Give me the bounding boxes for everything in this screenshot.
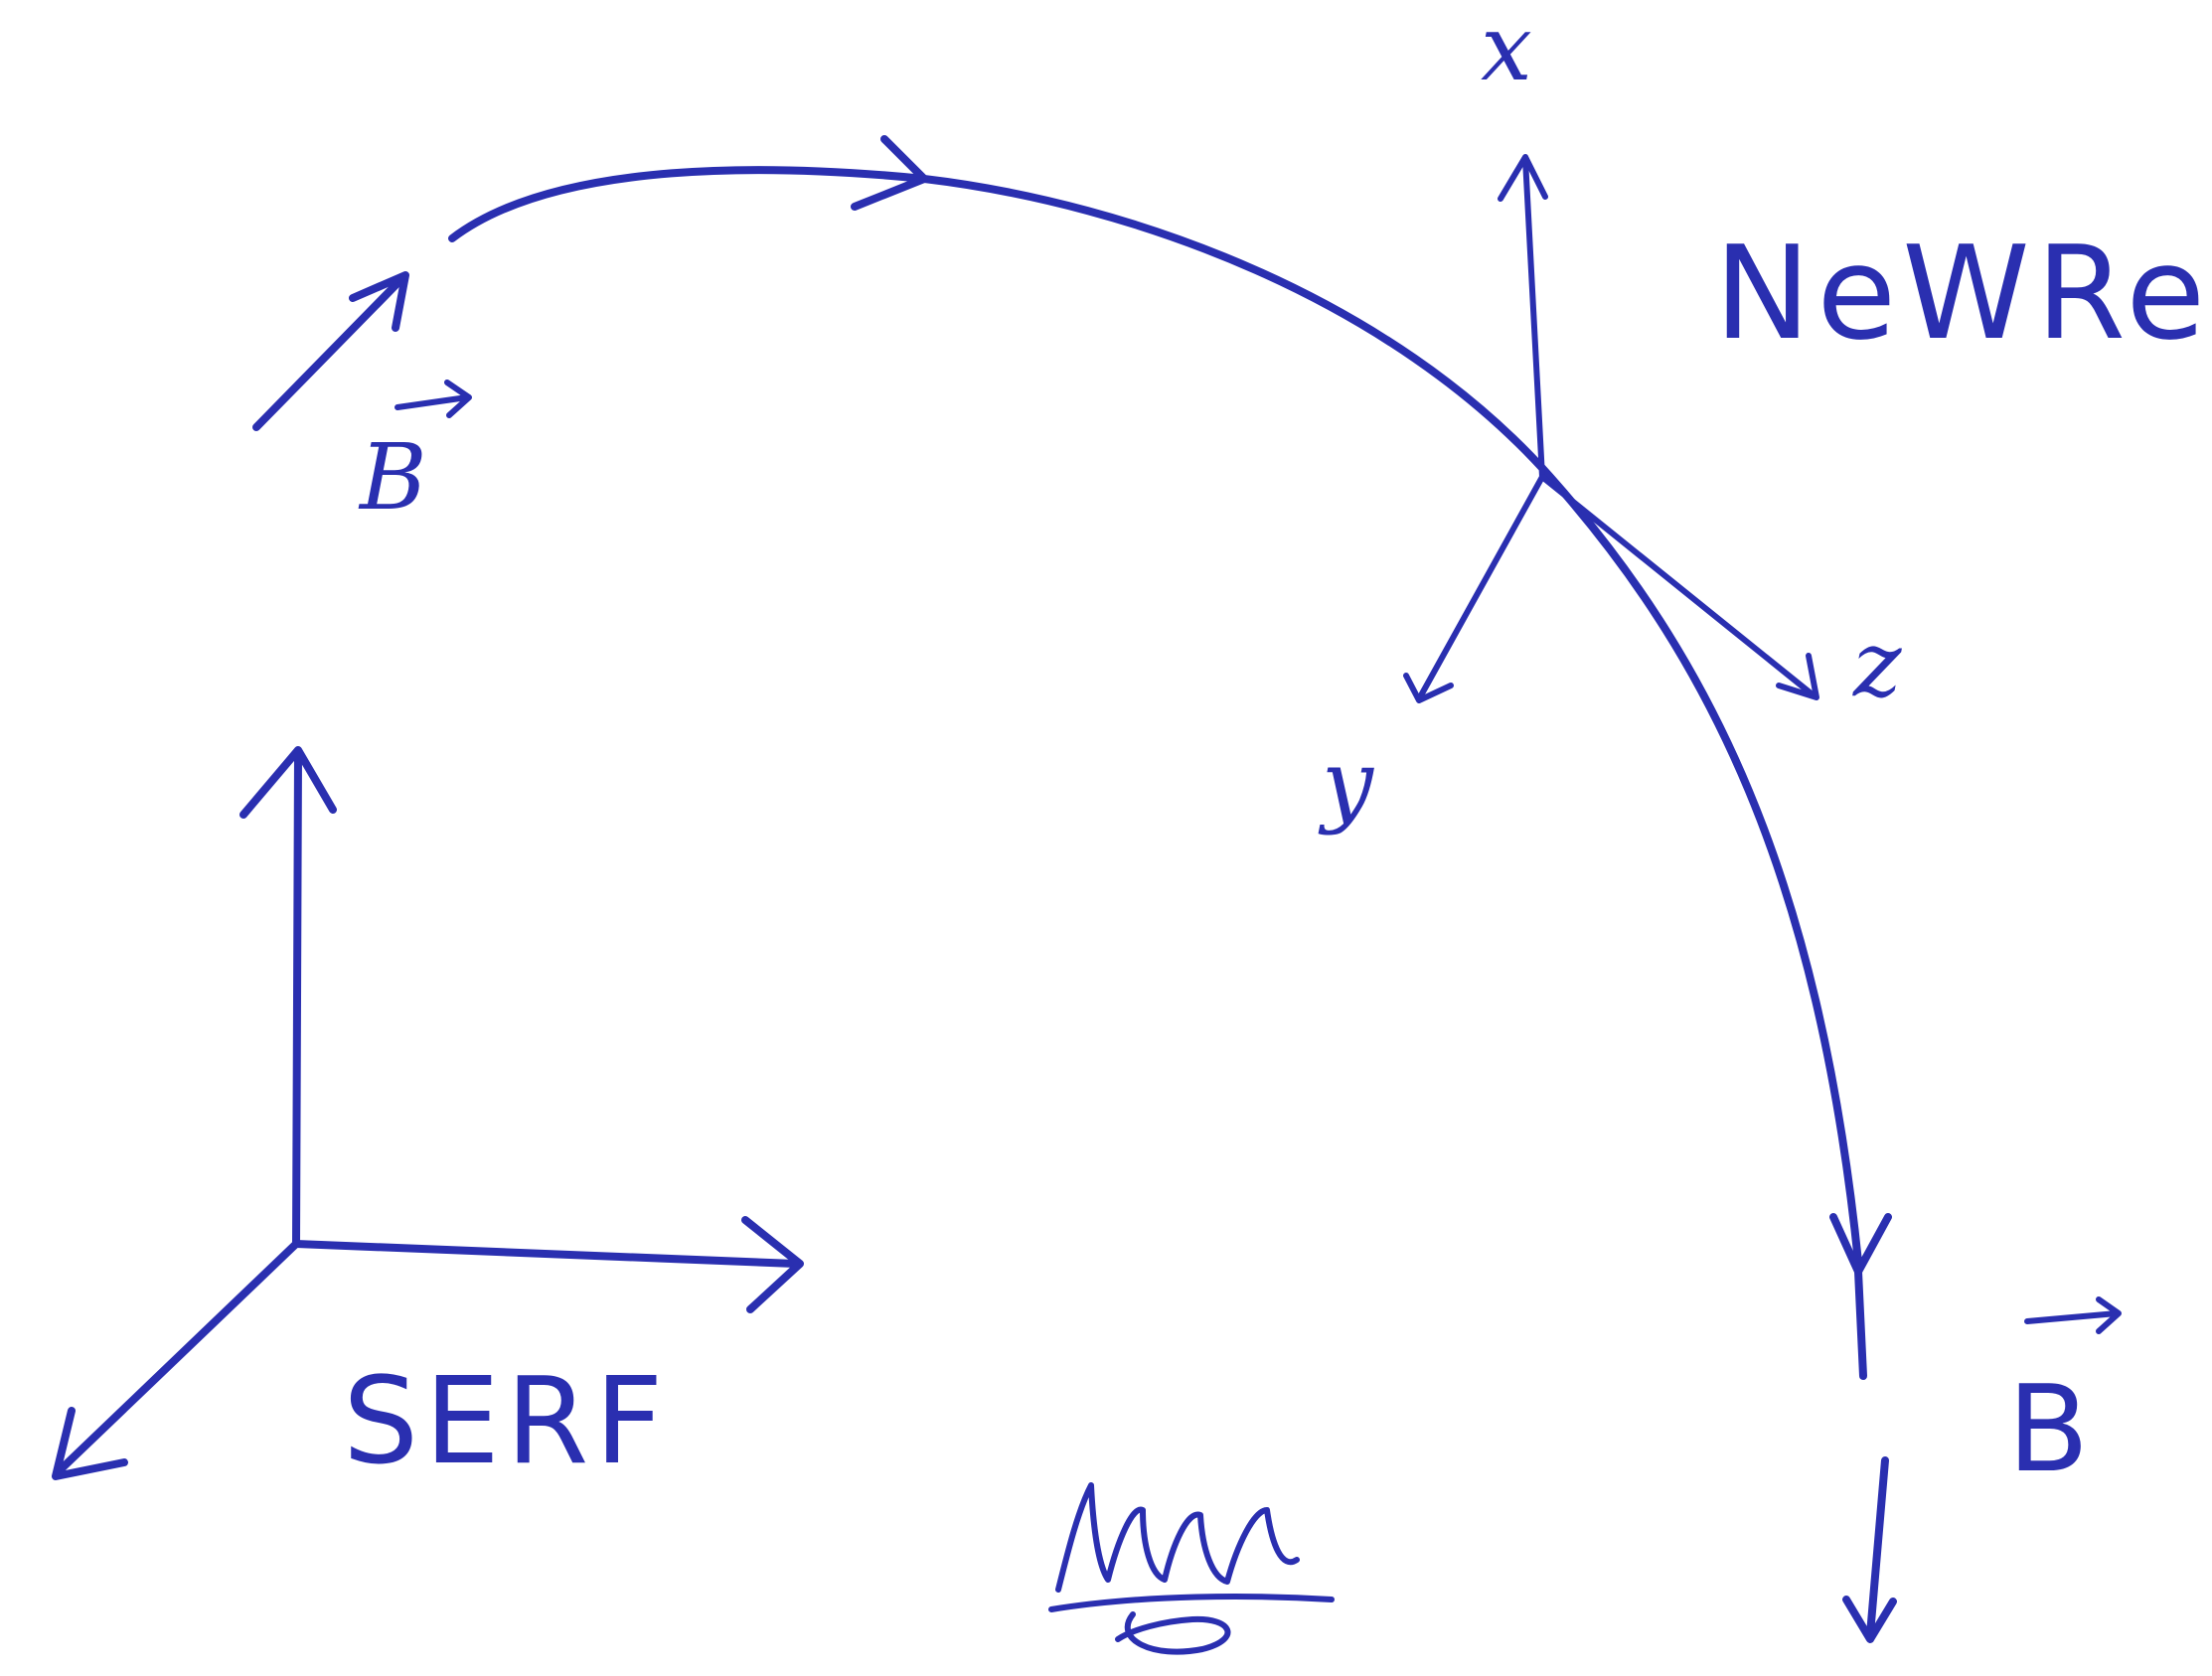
field-label-start: B (358, 380, 472, 531)
moving-frame-x-axis (1522, 156, 1545, 480)
moving-frame-x-arrowhead (1498, 154, 1548, 202)
field-label-end: B (2007, 1296, 2122, 1499)
trajectory-arrow-down (1829, 1213, 1892, 1276)
lab-frame-diagonal-axis (54, 1240, 300, 1476)
frame-label-new: NeWReF (1714, 218, 2212, 369)
vector-arrow-end (2024, 1296, 2122, 1334)
moving-frame-z-axis (1539, 474, 1817, 698)
field-arrow-end (1842, 1456, 1897, 1643)
moving-frame-z-arrowhead (1776, 653, 1819, 700)
lab-frame-horizontal-axis (292, 1240, 799, 1268)
moving-frame (1403, 154, 1819, 703)
lab-frame-horizontal-arrowhead (741, 1216, 804, 1313)
axis-label-x: x (1481, 0, 1532, 101)
trajectory-arrow-top (851, 135, 928, 211)
vector-arrow-start (395, 380, 472, 418)
lab-frame (52, 746, 804, 1480)
frame-label-lab: SERF (343, 1353, 669, 1491)
lab-frame-vertical-axis (292, 751, 302, 1248)
moving-frame-y-arrowhead (1403, 673, 1454, 703)
trajectory-tail (1854, 1268, 1867, 1380)
field-arrow-start (252, 271, 409, 431)
trajectory-curve (448, 166, 1862, 1266)
axis-label-z: z (1852, 611, 1902, 717)
field-label-start-text: B (358, 424, 427, 531)
field-label-end-text: B (2007, 1361, 2095, 1499)
moving-frame-y-axis (1418, 474, 1545, 698)
axis-label-y: y (1318, 730, 1374, 837)
lab-frame-diagonal-arrowhead (52, 1407, 128, 1480)
lab-frame-vertical-arrowhead (239, 746, 337, 819)
signature-icon (1048, 1482, 1335, 1655)
